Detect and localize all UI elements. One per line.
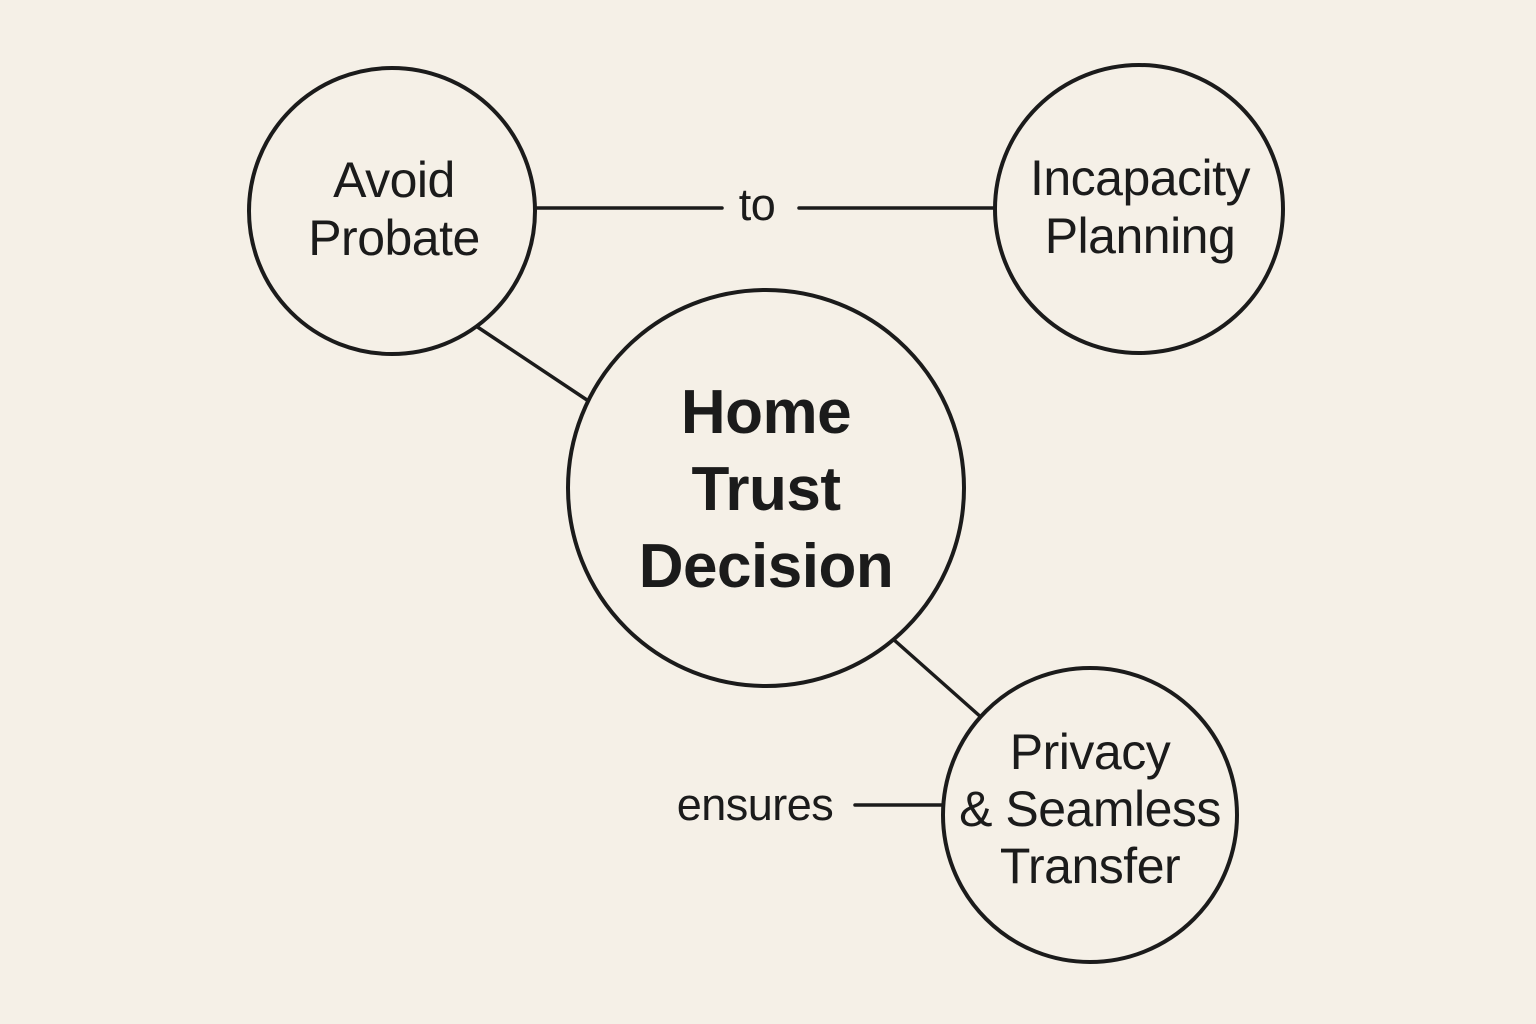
incapacity-planning-circle <box>993 63 1285 355</box>
avoid-probate-circle <box>247 66 537 356</box>
home-trust-decision-label-line-1: Home <box>681 378 851 447</box>
privacy-seamless-transfer-label-line-2: & Seamless <box>959 781 1221 837</box>
home-trust-decision-circle <box>566 288 966 688</box>
privacy-seamless-transfer-label-line-1: Privacy <box>1010 724 1171 780</box>
edge-label-to: to <box>739 179 776 230</box>
incapacity-planning-label-line-1: Incapacity <box>1030 150 1251 206</box>
avoid-probate-label-line-1: Avoid <box>333 152 455 208</box>
home-trust-decision-label-line-2: Trust <box>691 455 840 524</box>
node-incapacity-planning: Incapacity Planning <box>993 63 1285 355</box>
edge-avoid-probate-to-home-trust <box>471 322 592 404</box>
node-home-trust-decision: Home Trust Decision <box>566 288 966 688</box>
node-privacy-seamless-transfer: Privacy & Seamless Transfer <box>941 666 1239 964</box>
privacy-seamless-transfer-circle <box>941 666 1239 964</box>
node-avoid-probate: Avoid Probate <box>247 66 537 356</box>
incapacity-planning-label-line-2: Planning <box>1045 208 1236 264</box>
edge-home-trust-to-privacy <box>891 637 984 720</box>
home-trust-decision-label-line-3: Decision <box>639 532 893 601</box>
edge-label-ensures: ensures <box>677 779 834 830</box>
avoid-probate-label-line-2: Probate <box>308 210 480 266</box>
edge-group <box>471 206 999 807</box>
privacy-seamless-transfer-label-line-3: Transfer <box>1000 838 1180 894</box>
